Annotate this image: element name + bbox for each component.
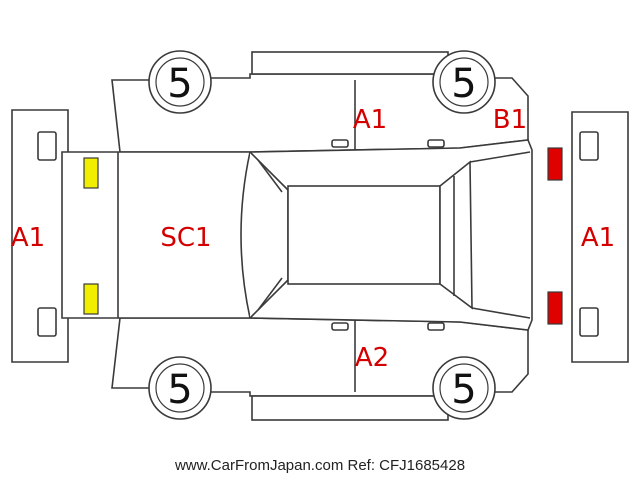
front-lamp-bottom <box>83 283 99 315</box>
tire-rear-top-value: 5 <box>451 61 476 107</box>
rear-lamp-top <box>547 147 563 181</box>
top-view-body <box>61 139 533 331</box>
front-lamp-top <box>83 157 99 189</box>
front-bumper-panel <box>11 109 69 363</box>
bottom-side-profile <box>111 317 529 421</box>
tire-front-top: 5 <box>148 50 212 114</box>
roof-top-code: A1 <box>353 105 387 135</box>
door-bottom-code: A2 <box>355 343 389 373</box>
tire-front-bottom: 5 <box>148 356 212 420</box>
rear-lamp-bottom <box>547 291 563 325</box>
tire-front-bottom-value: 5 <box>167 367 192 413</box>
tire-rear-bottom-value: 5 <box>451 367 476 413</box>
top-side-profile <box>111 51 529 153</box>
rear-bumper-panel <box>571 111 629 363</box>
rear-bumper-code: A1 <box>581 223 615 253</box>
rear-quarter-code: B1 <box>493 105 527 135</box>
watermark-text: www.CarFromJapan.com Ref: CFJ1685428 <box>174 457 466 474</box>
tire-front-top-value: 5 <box>167 61 192 107</box>
front-bumper-code: A1 <box>11 223 45 253</box>
tire-rear-top: 5 <box>432 50 496 114</box>
hood-code: SC1 <box>160 223 211 253</box>
tire-rear-bottom: 5 <box>432 356 496 420</box>
